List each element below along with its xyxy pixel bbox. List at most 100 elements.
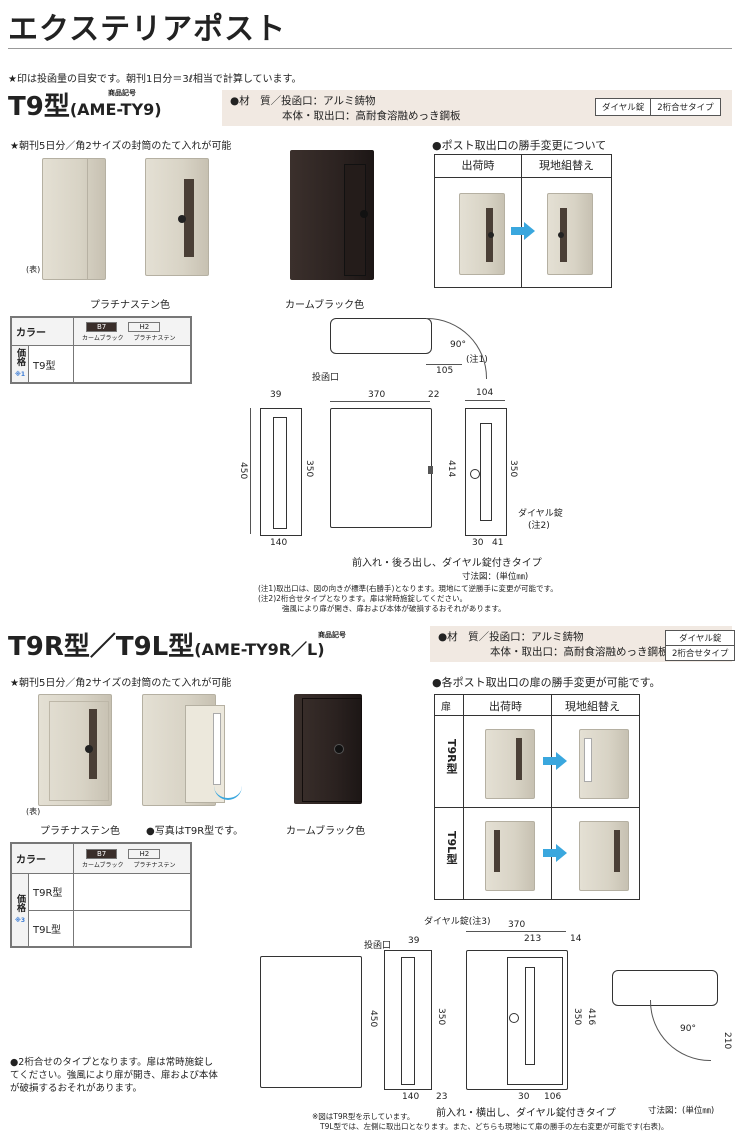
t9-dim-350b: 350 — [508, 460, 518, 478]
t9r-row1-label: T9R型 — [28, 873, 74, 911]
t9r-side-view — [384, 950, 432, 1090]
t9r-l-ship-fig — [485, 821, 535, 891]
t9-row-label: T9型 — [28, 345, 74, 383]
t9r-photo-note: ●写真はT9R型です。 — [146, 826, 244, 837]
t9-dim-note2: (注2) — [528, 521, 550, 531]
t9r-site-header: 現地組替え — [565, 700, 620, 713]
t9r-notes: ※図はT9R型を示しています。 T9L型では、左側に取出口となります。また、どち… — [312, 1112, 668, 1132]
t9r-price-note: ※3 — [14, 917, 25, 924]
t9r-dim-106: 106 — [544, 1092, 562, 1102]
t9r-tag-dial: ダイヤル錠 — [679, 634, 722, 644]
t9-lock-tag: ダイヤル錠 2桁合せタイプ — [595, 98, 721, 116]
t9-dim-104: 104 — [476, 388, 494, 398]
t9r-price-label: 価格 — [15, 894, 25, 912]
t9-photo-back — [42, 158, 106, 280]
t9r-spec-body: 本体・取出口：高耐食溶融めっき鋼板 — [490, 646, 669, 658]
t9r-capacity: ★朝刊5日分／角2サイズの封筒のたて入れが可能 — [10, 678, 232, 689]
t9-dim-105: 105 — [436, 366, 454, 376]
t9r-lock-tag: ダイヤル錠 2桁合せタイプ — [665, 630, 736, 661]
t9-swatch-b7: B7 — [86, 322, 118, 332]
t9-tag-type: 2桁合せタイプ — [650, 99, 719, 115]
t9-swatch-h2: H2 — [128, 322, 161, 332]
t9-unit: 寸法図：(単位㎜) — [462, 572, 529, 582]
t9-photo-black — [290, 150, 374, 280]
t9r-r-label: T9R型 — [445, 739, 458, 774]
t9r-dim-416: 416 — [586, 1008, 596, 1026]
t9-capacity: ★朝刊5日分／角2サイズの封筒のたて入れが可能 — [10, 141, 232, 152]
t9r-dim-14: 14 — [570, 934, 582, 944]
t9-model-title: T9型(AME-TY9) — [8, 86, 162, 123]
t9r-color-header-text: カラー — [16, 855, 46, 866]
t9r-note-1: ※図はT9R型を示しています。 — [312, 1112, 415, 1121]
t9-dim-41: 41 — [492, 538, 504, 548]
t9-h2-name: プラチナステン — [133, 335, 176, 342]
title-divider — [8, 48, 732, 49]
t9r-front-view — [466, 950, 568, 1090]
page-title: エクステリアポスト — [8, 12, 287, 47]
t9-swatch-cell: B7 H2 カームブラック プラチナステン — [73, 317, 191, 346]
t9r-row1-value — [73, 873, 191, 911]
t9-change-diagram: 出荷時 現地組替え — [434, 154, 612, 288]
t9-black-label: カームブラック色 — [285, 300, 365, 311]
t9-notes: (注1)取出口は、図の向きが標準(右勝手)となります。現地にて逆勝手に変更が可能… — [258, 584, 558, 614]
t9r-dim-dial: ダイヤル錠(注3) — [424, 917, 491, 927]
t9r-model-title: T9R型／T9L型(AME-TY9R／L) — [8, 626, 325, 663]
t9r-door-header: 扉 — [441, 702, 451, 713]
t9r-price-label-cell: 価格 ※3 — [11, 873, 29, 947]
t9-caption: 前入れ・後ろ出し、ダイヤル錠付きタイプ — [352, 558, 542, 569]
top-note: ★印は投函量の目安です。朝刊1日分＝3ℓ相当で計算しています。 — [8, 74, 302, 85]
t9r-lock-note: ●2桁合せのタイプとなります。扉は常時施錠してください。強風により扉が開き、扉お… — [10, 1057, 218, 1094]
t9-note-1: (注1)取出口は、図の向きが標準(右勝手)となります。現地にて逆勝手に変更が可能… — [258, 584, 558, 593]
t9r-l-site-fig — [579, 821, 629, 891]
t9-back-view — [465, 408, 507, 536]
t9r-dim-30: 30 — [518, 1092, 530, 1102]
t9-model-name: T9型 — [8, 92, 70, 122]
t9r-back-view — [260, 956, 362, 1088]
t9r-l-arrow — [543, 849, 557, 857]
t9r-dim-39: 39 — [408, 936, 420, 946]
t9r-dim-210: 210 — [722, 1032, 732, 1050]
t9r-dim-370: 370 — [508, 920, 526, 930]
t9r-swatch-h2: H2 — [128, 849, 161, 859]
t9-note-2: (注2)2桁合せタイプとなります。扉は常時施錠してください。 — [258, 594, 467, 603]
t9r-b7-name: カームブラック — [82, 862, 124, 869]
t9-dim-30: 30 — [472, 538, 484, 548]
t9r-swatch-cell: B7 H2 カームブラック プラチナステン — [73, 843, 191, 874]
t9r-h2-name: プラチナステン — [133, 862, 176, 869]
t9-dim-370: 370 — [368, 390, 386, 400]
t9r-spec-material: ●材 質／投函口：アルミ鋳物 — [438, 631, 584, 643]
t9r-price-table: カラー B7 H2 カームブラック プラチナステン 価格 ※3 T9R型 T9L… — [10, 842, 192, 948]
t9r-swatch-b7: B7 — [86, 849, 118, 859]
t9r-photo-black — [294, 694, 362, 804]
t9-price-label-cell: 価格 ※1 — [11, 345, 29, 383]
t9-color-header-text: カラー — [16, 328, 46, 339]
t9r-ship-header: 出荷時 — [489, 700, 522, 713]
t9-dim-39: 39 — [270, 390, 282, 400]
t9r-note-2: T9L型では、左側に取出口となります。また、どちらも現地にて扉の勝手の左右変更が… — [320, 1122, 669, 1131]
t9r-model-code: (AME-TY9R／L) — [194, 640, 325, 659]
t9-side-view — [260, 408, 302, 536]
t9r-dim-213: 213 — [524, 934, 542, 944]
t9r-change-diagram: 扉 出荷時 現地組替え T9R型 T9L型 — [434, 694, 640, 900]
t9-code-label: 商品記号 — [108, 89, 136, 97]
t9r-tag-type: 2桁合せタイプ — [666, 645, 735, 660]
t9-site-figure — [547, 193, 593, 275]
t9r-photo-front — [38, 694, 112, 806]
t9-spec-material: ●材 質／投函口：アルミ鋳物 — [230, 95, 376, 107]
t9r-change-title: ●各ポスト取出口の扉の勝手変更が可能です。 — [432, 676, 661, 689]
t9-color-header: カラー — [11, 317, 74, 346]
t9-platinum-label: プラチナステン色 — [90, 300, 170, 311]
t9r-color-header: カラー — [11, 843, 74, 874]
t9r-dim-140: 140 — [402, 1092, 420, 1102]
t9-dim-toukan: 投函口 — [312, 373, 340, 383]
t9-ship-figure — [459, 193, 505, 275]
t9r-r-ship-fig — [485, 729, 535, 799]
t9-front-label: (表) — [26, 265, 41, 274]
t9r-model-name: T9R型／T9L型 — [8, 632, 195, 662]
t9r-dim-450: 450 — [368, 1010, 378, 1028]
t9r-open-arrow — [214, 780, 242, 800]
t9-dim-450: 450 — [238, 462, 248, 480]
t9-dim-dial: ダイヤル錠 — [518, 509, 563, 519]
t9-photo-front — [145, 158, 209, 276]
t9r-code-label: 商品記号 — [318, 631, 346, 639]
